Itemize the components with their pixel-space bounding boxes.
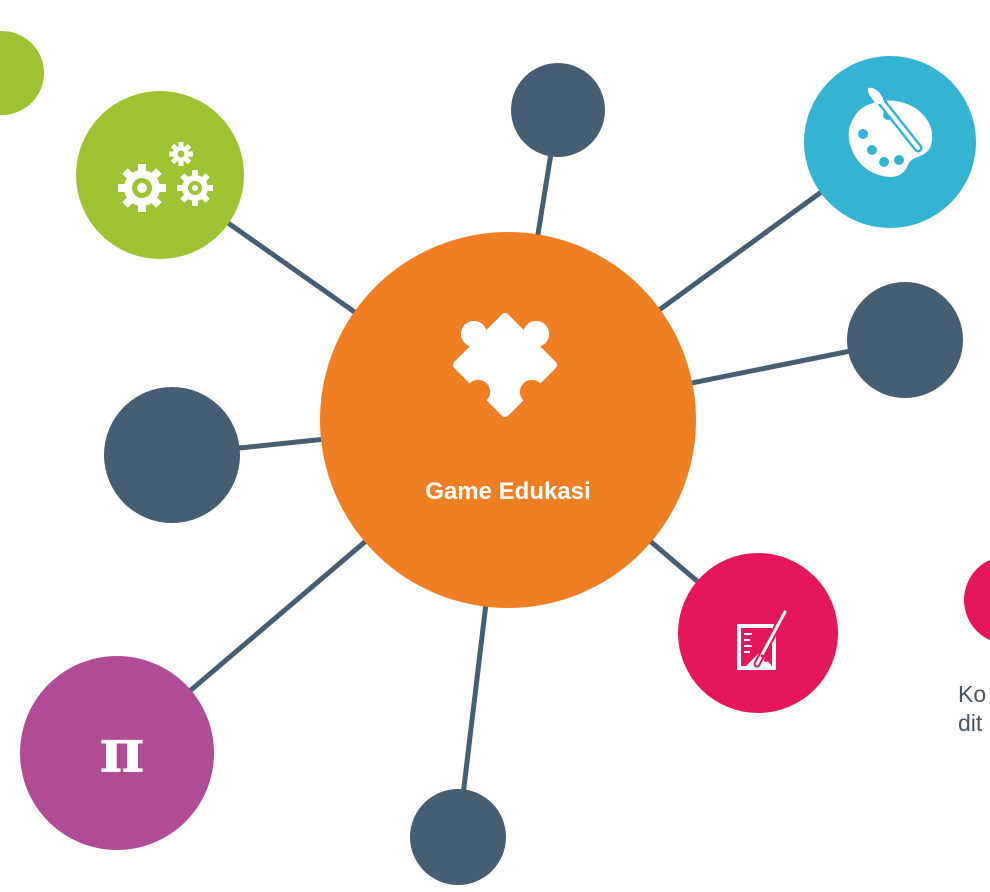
- gears-icon: [118, 142, 213, 212]
- empty-node-left: [104, 387, 240, 523]
- empty-node-bottom: [410, 789, 506, 885]
- center-node: [320, 232, 696, 608]
- center-label: Game Edukasi: [425, 478, 591, 505]
- beaker-icon: [737, 608, 789, 670]
- partial-top-left-node: [0, 31, 44, 115]
- partial-right-node: [964, 559, 990, 641]
- gears-node: [76, 91, 244, 259]
- math-node-circle: [20, 656, 214, 850]
- science-node: [678, 553, 838, 713]
- side-text: Ko dit: [958, 680, 986, 738]
- center-node-circle: [320, 232, 696, 608]
- math-node: π: [20, 656, 214, 850]
- pi-icon: π: [99, 714, 144, 787]
- puzzle-icon: [452, 312, 558, 418]
- empty-node-top: [511, 63, 605, 157]
- palette-icon: [848, 87, 933, 177]
- empty-node-right: [847, 282, 963, 398]
- side-text-line-2: dit: [958, 710, 983, 736]
- side-text-line-1: Ko: [958, 681, 987, 707]
- art-node: [804, 56, 976, 228]
- science-node-circle: [678, 553, 838, 713]
